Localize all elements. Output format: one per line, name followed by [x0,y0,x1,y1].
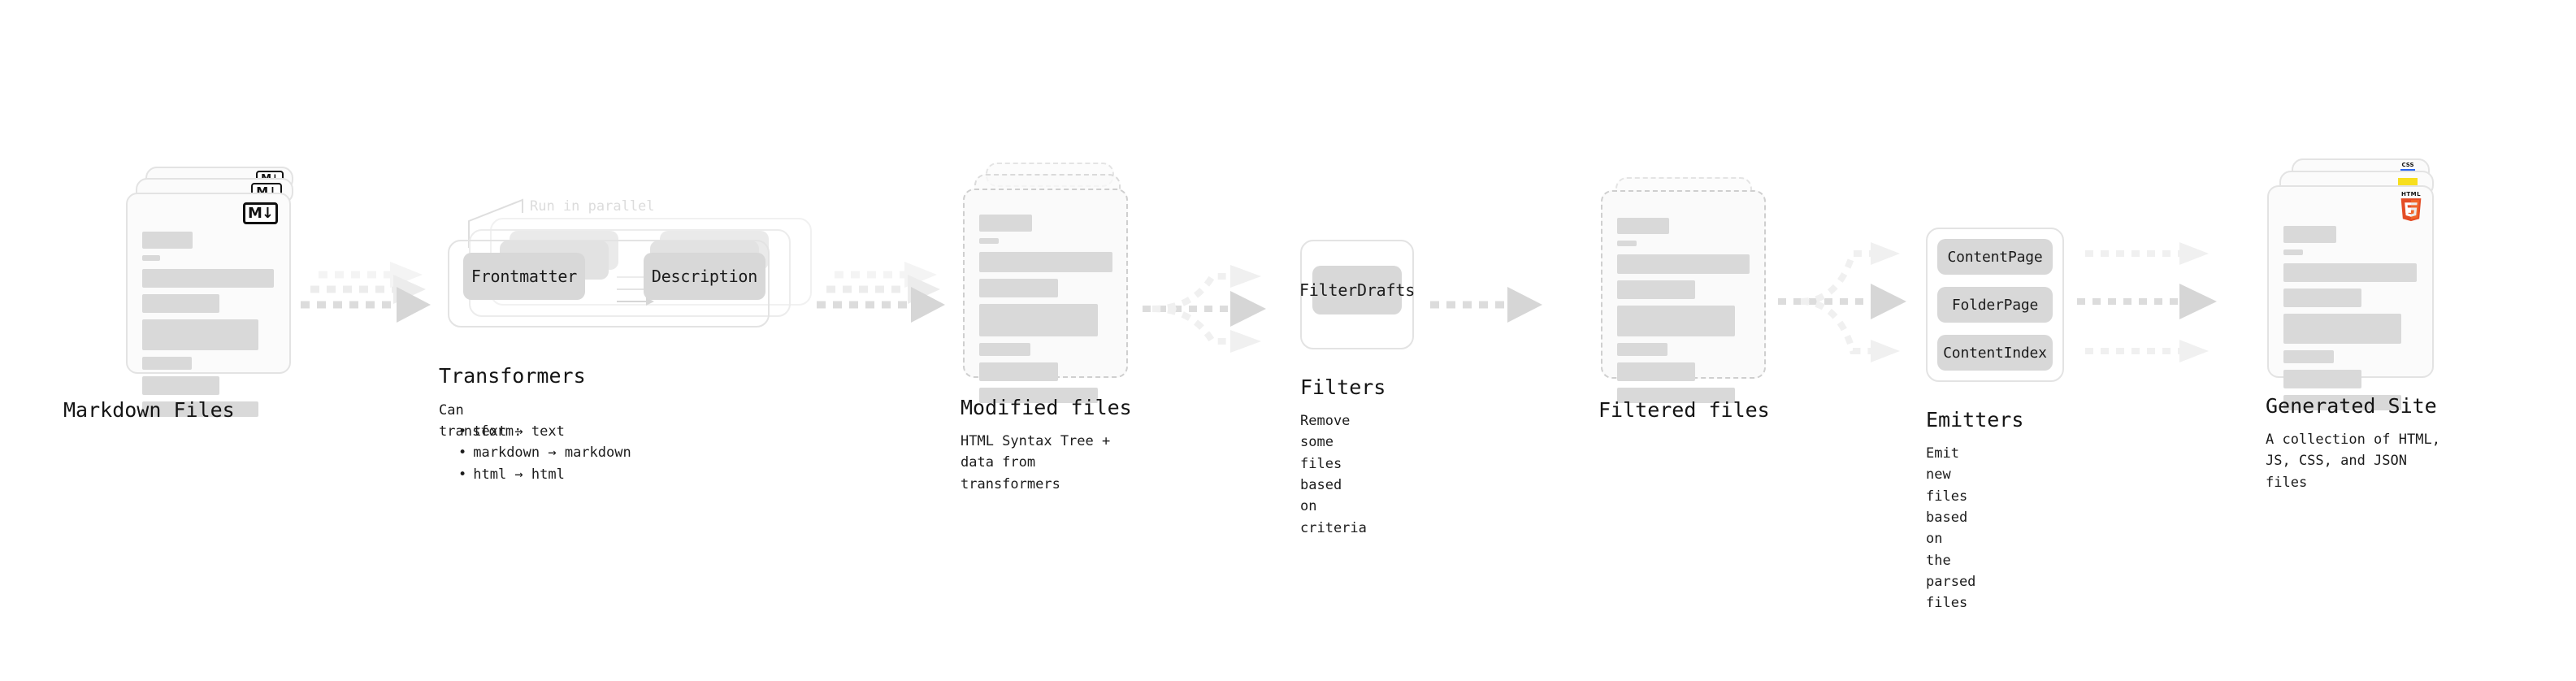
connector-modified-to-filters [1143,265,1266,353]
stage-title-filters: Filters [1300,375,1386,399]
stage-markdown-files: M↓ M↓ M↓ Markdown Files [63,167,301,422]
content-bar [2283,263,2417,282]
content-bar [2283,370,2361,388]
filter-pill-filterdrafts[interactable]: FilterDrafts [1299,266,1415,314]
content-bar [1617,306,1735,336]
transformer-pill-description[interactable]: Description [644,253,765,300]
content-bar [979,252,1112,272]
transformers-bullet: html → html [458,464,631,485]
stage-generated-site: CSS JS HTML [2266,158,2454,491]
content-bar [142,294,219,313]
css-badge-label: CSS [2401,162,2414,168]
filtered-file-stack [1601,177,1780,403]
connector-markdown-to-transformers [301,262,431,323]
emitter-pill-folderpage[interactable]: FolderPage [1937,287,2053,323]
content-bar [1617,241,1637,246]
content-bar [1617,254,1750,274]
content-bar [979,388,1098,403]
emitter-pill-contentindex[interactable]: ContentIndex [1937,335,2053,371]
doc-content-lines [1617,218,1750,403]
transformer-group-front [448,240,770,327]
generated-site-subtitle: A collection of HTML, JS, CSS, and JSON … [2266,432,2440,491]
content-bar [2283,288,2361,307]
content-bar [979,343,1030,356]
connector-filters-to-filtered [1430,287,1542,323]
html5-badge: HTML [2400,192,2422,224]
content-bar [979,238,999,244]
doc-content-lines [979,215,1112,403]
content-bar [1617,388,1735,403]
doc-content-lines [142,232,275,417]
content-bar [2283,226,2336,243]
run-in-parallel-note: Run in parallel [530,198,655,215]
connector-filtered-to-emitters [1778,242,1906,362]
filters-group-box [1300,240,1414,349]
emitters-group-box [1926,228,2064,382]
content-bar [2283,350,2334,363]
content-bar [1617,343,1667,356]
doc-card-front [1601,190,1766,403]
content-bar [2283,314,2401,344]
html5-badge-label: HTML [2400,191,2422,197]
doc-card-front [963,189,1128,403]
doc-card-front: M↓ [126,193,291,417]
connector-emitters-to-site [2077,242,2217,362]
content-bar [142,232,193,249]
content-bar [979,304,1098,336]
content-bar [142,401,258,417]
transformers-bullet-list: text → text markdown → markdown html → h… [447,421,631,485]
emitters-subtitle: Emit new files based on the parsed files [1926,445,1976,612]
html5-shield-icon [2400,198,2422,222]
filters-subtitle: Remove some files based on criteria [1300,413,1367,536]
stage-title-filtered-files: Filtered files [1598,398,1770,422]
emitter-pill-contentpage[interactable]: ContentPage [1937,239,2053,275]
stage-filtered-files: Filtered files [1598,177,1780,422]
content-bar [979,215,1032,232]
content-bar [979,279,1058,297]
content-bar [142,269,274,288]
stage-title-emitters: Emitters [1926,408,2024,432]
modified-files-subtitle: HTML Syntax Tree + data from transformer… [961,433,1111,492]
content-bar [142,255,160,261]
stage-modified-files: Modified files HTML Syntax Tree + data f… [961,163,1142,492]
doc-content-lines [2283,226,2418,410]
content-bar [1617,218,1669,234]
content-bar [1617,280,1695,299]
content-bar [142,357,192,370]
stage-title-transformers: Transformers [439,364,586,388]
stage-title-generated-site: Generated Site [2266,394,2437,418]
stage-title-modified-files: Modified files [961,396,1132,419]
stage-title-markdown-files: Markdown Files [63,398,235,422]
content-bar [2283,395,2401,410]
content-bar [2283,249,2303,255]
content-bar [142,376,219,395]
modified-file-stack [963,163,1142,403]
transformers-bullet: text → text [458,421,631,442]
transformer-pill-frontmatter[interactable]: Frontmatter [463,253,585,300]
generated-site-stack: CSS JS HTML [2267,158,2454,410]
transformers-bullet: markdown → markdown [458,442,631,463]
markdown-badge: M↓ [243,202,278,224]
content-bar [1617,362,1695,381]
doc-card-front: HTML [2267,185,2434,410]
content-bar [142,319,258,350]
markdown-file-stack: M↓ M↓ M↓ [126,167,301,417]
connector-transformers-to-modified [817,262,945,323]
content-bar [979,362,1058,381]
